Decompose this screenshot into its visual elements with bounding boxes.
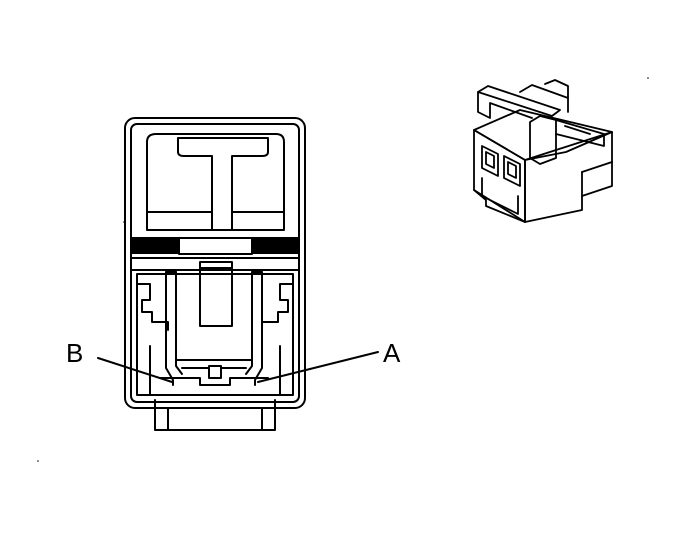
- iso-opening-right: [503, 155, 521, 187]
- divider-center: [178, 237, 253, 255]
- bottom-tab: [154, 399, 276, 431]
- leader-line-a: [257, 351, 379, 383]
- iso-side-step-top: [581, 161, 613, 173]
- divider-block-right: [252, 238, 299, 254]
- upper-cavity: [146, 133, 285, 231]
- seat-bottom-line: [159, 377, 269, 386]
- iso-latch-hook: [519, 84, 569, 113]
- iso-opening-left-inner: [485, 151, 495, 169]
- lower-cavity-lip: [130, 257, 300, 271]
- terminal-a-label: A: [383, 338, 401, 368]
- scan-dot: [37, 460, 39, 462]
- right-lock-step: [261, 283, 294, 331]
- terminal-a-left-edge: [245, 271, 253, 375]
- leader-line-b: [97, 357, 173, 383]
- center-post: [199, 261, 233, 327]
- left-lock-step: [136, 283, 169, 331]
- terminal-b-label: B: [66, 338, 84, 368]
- connector-face-view: [124, 117, 306, 431]
- iso-lower-step: [473, 189, 526, 223]
- lower-cavity: [136, 273, 294, 396]
- iso-latch-arm-top: [477, 85, 561, 117]
- divider-block-left: [131, 238, 179, 254]
- iso-latch-tip: [544, 79, 569, 99]
- terminal-a-right-edge: [254, 271, 263, 386]
- scan-dot: [123, 221, 125, 223]
- iso-lower-slot: [481, 177, 519, 215]
- iso-latch-arm-side: [477, 91, 533, 119]
- terminal-b-left-edge: [165, 271, 174, 386]
- iso-lock-ridge: [555, 119, 605, 147]
- t-latch: [177, 137, 269, 231]
- scan-dot: [647, 77, 649, 79]
- iso-opening-left: [481, 145, 499, 177]
- iso-lock-block: [529, 115, 557, 165]
- connector-isometric-view: [473, 79, 613, 223]
- center-key: [208, 365, 222, 379]
- iso-lock-ridge-line: [564, 125, 591, 135]
- iso-opening-right-inner: [507, 161, 517, 179]
- housing-outline: [124, 117, 306, 409]
- terminal-b-right-edge: [175, 271, 183, 375]
